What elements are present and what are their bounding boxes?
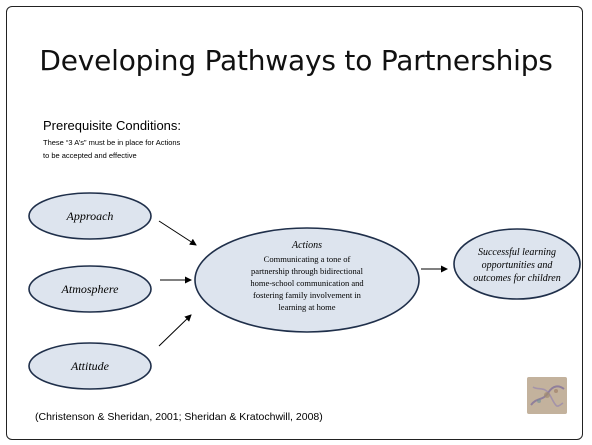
actions-line-1: Communicating a tone of [264,254,351,264]
actions-node: Actions Communicating a tone of partners… [194,227,420,333]
prerequisite-note-line-2: to be accepted and effective [43,151,137,160]
outcome-line-1: Successful learning [478,247,556,258]
approach-to-actions-arrow [158,220,197,246]
prerequisite-note: These “3 A’s” must be in place for Actio… [43,136,263,162]
outcome-line-3: outcomes for children [473,273,560,284]
actions-line-2: partnership through bidirectional [251,266,364,276]
approach-node: Approach [28,192,152,240]
outcome-line-2: opportunities and [482,260,554,271]
outcome-node: Successful learning opportunities and ou… [453,228,581,300]
attitude-to-actions-arrow [158,314,192,347]
attitude-label: Attitude [70,359,110,373]
approach-label: Approach [66,209,114,223]
actions-line-5: learning at home [278,302,335,312]
atmosphere-label: Atmosphere [61,282,120,296]
actions-line-4: fostering family involvement in [253,290,362,300]
attitude-node: Attitude [28,342,152,390]
slide-title: Developing Pathways to Partnerships [39,44,553,77]
atmosphere-node: Atmosphere [28,265,152,313]
prerequisite-note-line-1: These “3 A’s” must be in place for Actio… [43,138,181,147]
prerequisite-heading: Prerequisite Conditions: [43,118,182,133]
decorative-painting-thumbnail [527,377,567,414]
actions-line-3: home-school communication and [250,278,364,288]
actions-title: Actions [291,240,322,251]
citation: (Christenson & Sheridan, 2001; Sheridan … [35,411,323,423]
